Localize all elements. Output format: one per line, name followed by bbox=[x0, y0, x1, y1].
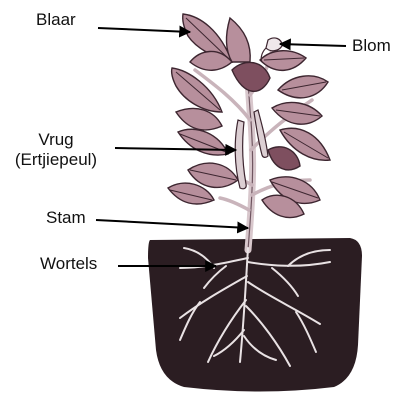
pointer-stem bbox=[96, 220, 248, 228]
label-fruit-line2: (Ertjiepeul) bbox=[6, 150, 106, 170]
label-flower: Blom bbox=[352, 36, 391, 56]
label-roots: Wortels bbox=[40, 254, 97, 274]
pointer-flower bbox=[280, 44, 346, 46]
label-fruit-line1: Vrug bbox=[6, 130, 106, 150]
leaf bbox=[178, 129, 228, 155]
leaf bbox=[278, 76, 328, 98]
label-stem: Stam bbox=[46, 208, 86, 228]
leaf bbox=[232, 62, 270, 91]
leaf bbox=[226, 18, 250, 62]
pointer-leaf bbox=[98, 28, 190, 32]
label-fruit: Vrug (Ertjiepeul) bbox=[6, 130, 106, 170]
leaf bbox=[268, 147, 300, 170]
label-leaf: Blaar bbox=[36, 10, 76, 30]
